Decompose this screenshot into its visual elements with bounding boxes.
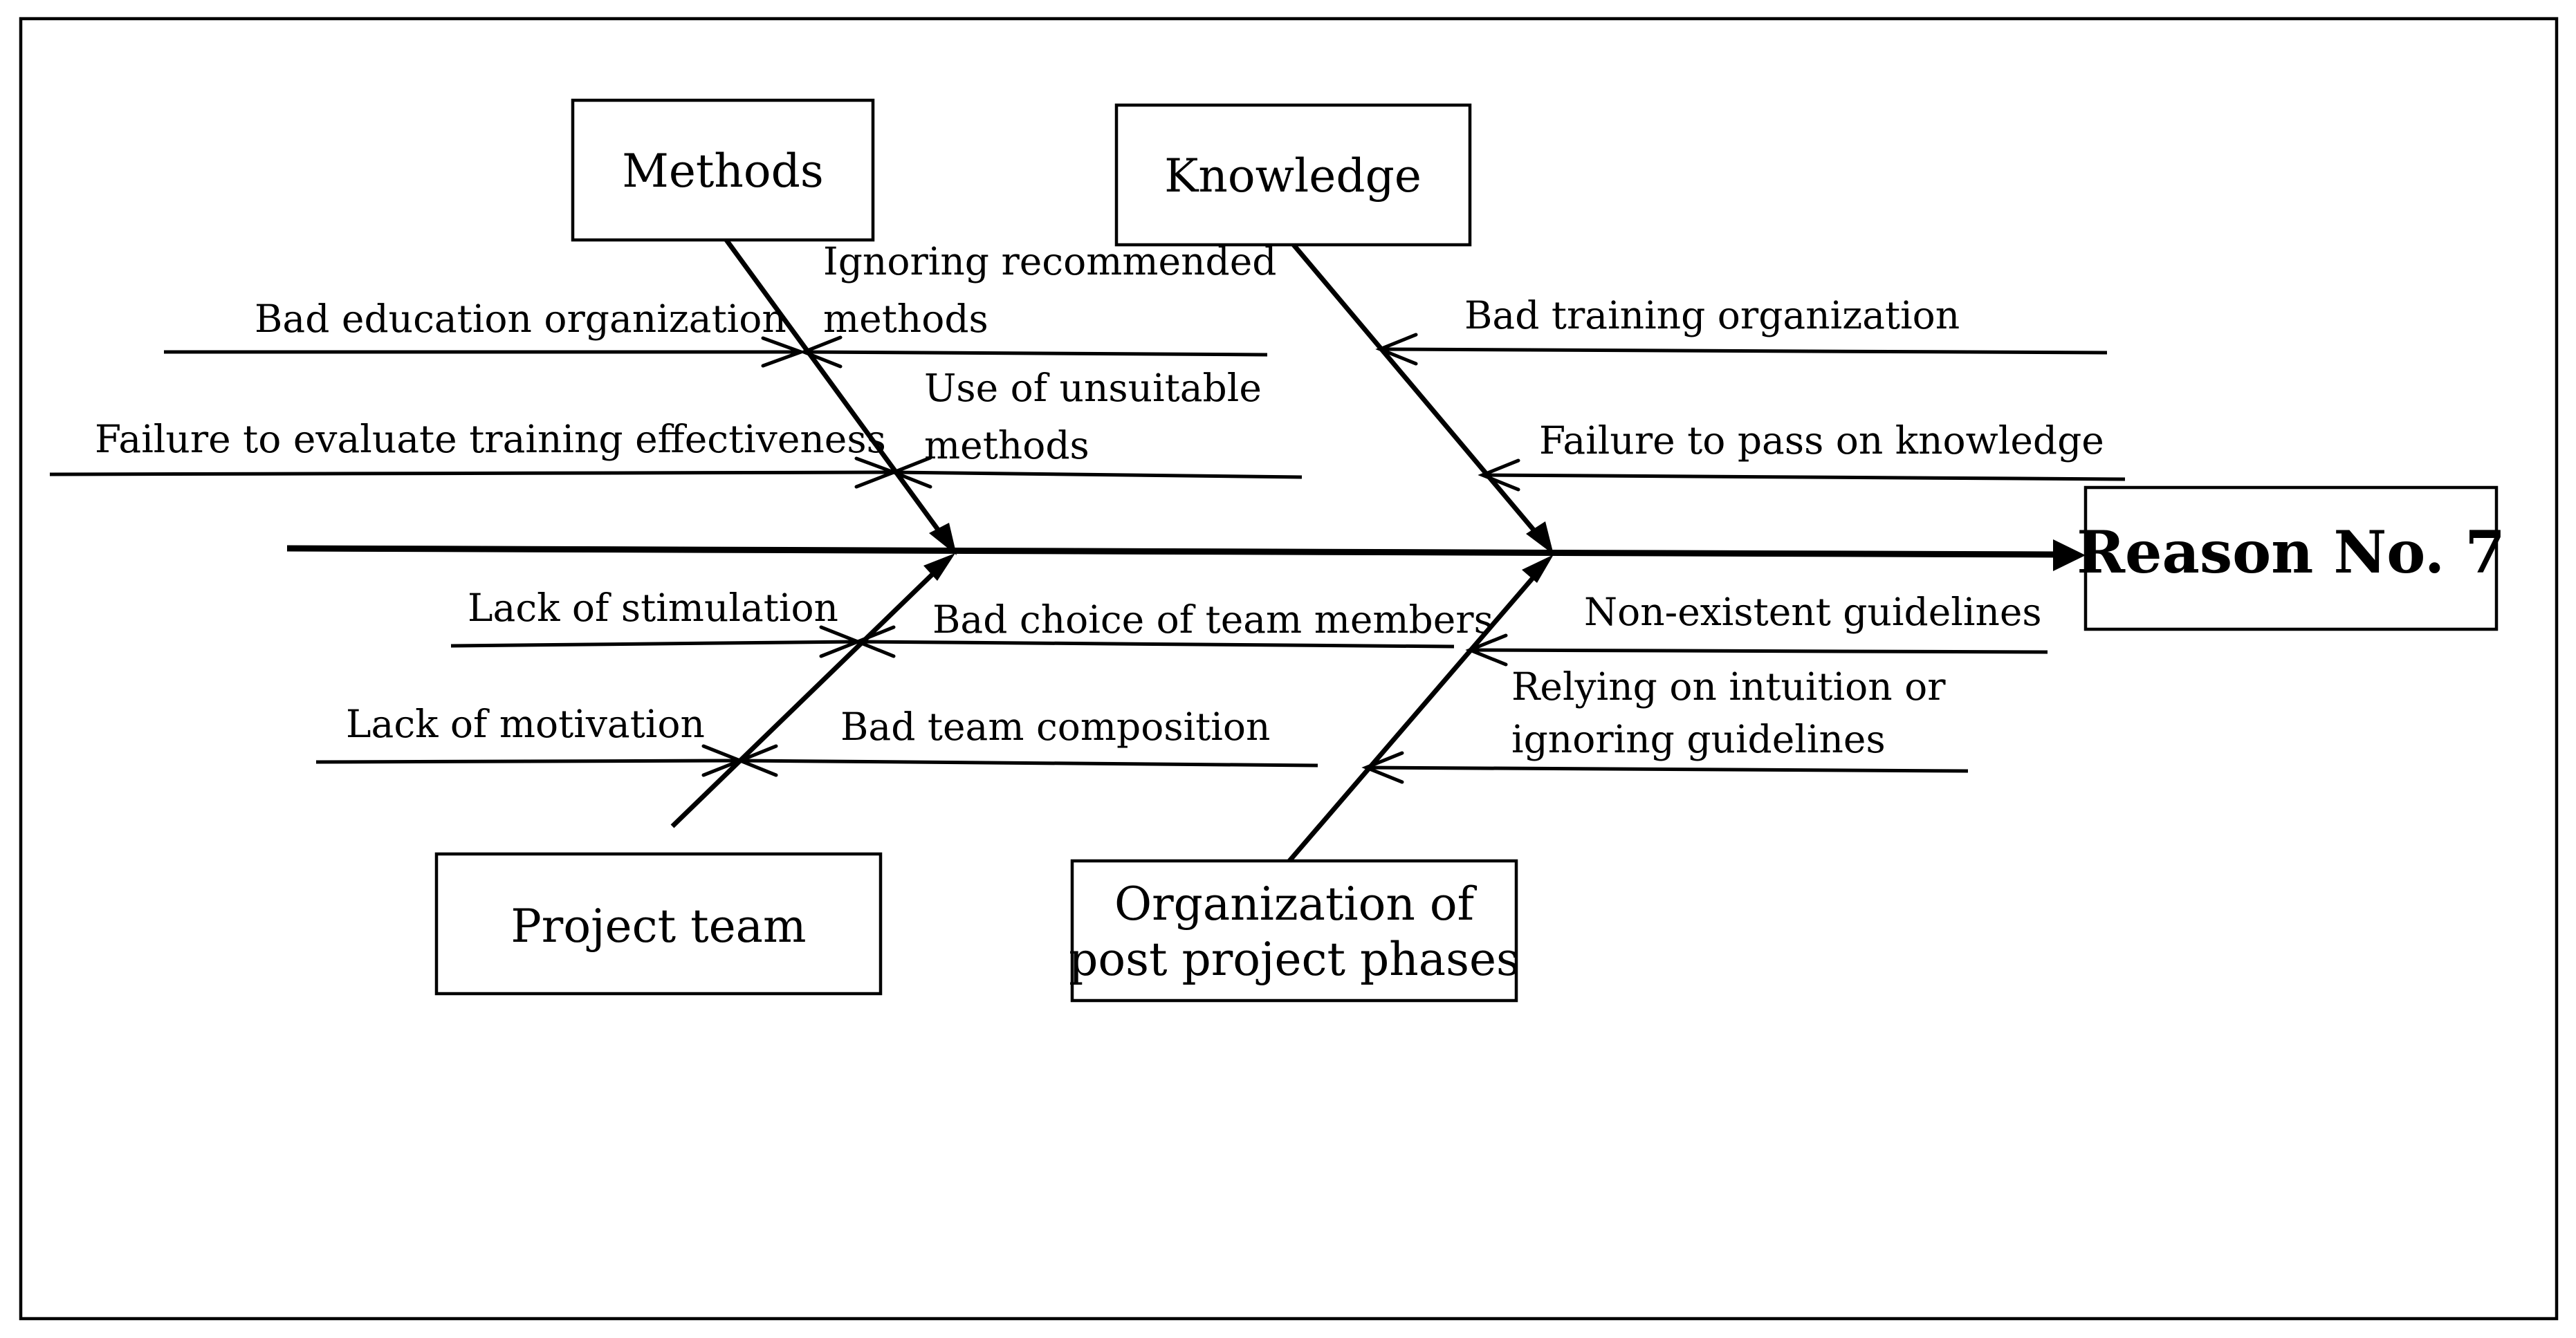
category-box-methods: [571, 98, 875, 242]
category-label-organization-line1: Organization of: [1114, 877, 1478, 931]
cause-use-of-unsuitable-methods-line2: methods: [924, 423, 1089, 467]
arrowhead-bad-training-organization: [1375, 333, 1418, 366]
cause-ignoring-recommended-methods-line1: Ignoring recommended: [823, 239, 1276, 284]
arrowhead-failure-to-pass-on-knowledge: [1478, 458, 1520, 492]
arrowhead-non-existent-guidelines: [1465, 633, 1508, 667]
cause-line-lack-of-motivation: [315, 759, 741, 764]
bone-organization: [1287, 562, 1547, 863]
cause-line-bad-training-organization: [1379, 347, 2108, 355]
bone-project-team: [670, 561, 946, 828]
cause-bad-team-composition: Bad team composition: [840, 705, 1270, 749]
bone-methods: [724, 238, 953, 550]
bone-knowledge: [1291, 243, 1549, 548]
spine-arrowhead: [2053, 539, 2086, 571]
cause-ignoring-recommended-methods-line2: methods: [823, 297, 988, 341]
cause-line-use-of-unsuitable-methods: [893, 470, 1303, 479]
cause-use-of-unsuitable-methods-line1: Use of unsuitable: [924, 366, 1262, 410]
cause-line-non-existent-guidelines: [1469, 648, 2048, 654]
arrowhead-use-of-unsuitable-methods: [889, 456, 932, 489]
cause-line-bad-choice-of-team-members: [857, 640, 1455, 649]
cause-line-failure-to-evaluate-training: [49, 470, 894, 476]
cause-bad-training-organization: Bad training organization: [1464, 293, 1960, 337]
diagram-frame: [19, 17, 2559, 1321]
cause-lack-of-motivation: Lack of motivation: [346, 702, 705, 746]
arrowhead-project-team: [923, 553, 955, 581]
cause-failure-to-evaluate-training-effectiveness: Failure to evaluate training effectivene…: [95, 417, 886, 461]
effect-label: Reason No. 7: [2077, 518, 2505, 586]
arrowhead-ignoring-recommended-methods: [799, 335, 843, 369]
cause-line-failure-to-pass-on-knowledge: [1482, 473, 2126, 481]
cause-line-ignoring-recommended-methods: [803, 350, 1268, 357]
cause-relying-on-intuition-line1: Relying on intuition or: [1511, 665, 1946, 709]
effect-box: [2083, 485, 2499, 631]
arrowhead-relying-on-intuition: [1361, 751, 1404, 784]
cause-relying-on-intuition-line2: ignoring guidelines: [1511, 717, 1886, 761]
category-box-knowledge: [1114, 103, 1472, 247]
arrowhead-methods: [929, 523, 957, 555]
cause-line-bad-team-composition: [739, 759, 1318, 768]
arrowhead-organization: [1522, 555, 1554, 583]
cause-bad-choice-of-team-members: Bad choice of team members: [932, 597, 1493, 642]
cause-non-existent-guidelines: Non-existent guidelines: [1584, 590, 2042, 634]
arrowhead-bad-team-composition: [735, 744, 778, 777]
category-box-organization: [1070, 859, 1518, 1003]
category-box-project-team: [434, 852, 883, 996]
arrowhead-bad-choice-of-team-members: [853, 625, 896, 658]
cause-line-relying-on-intuition: [1365, 765, 1969, 773]
arrowhead-knowledge: [1526, 521, 1554, 555]
main-spine: [286, 545, 2062, 558]
cause-bad-education-organization: Bad education organization: [255, 297, 786, 341]
category-label-knowledge: Knowledge: [1164, 149, 1422, 203]
category-label-organization-line2: post project phases: [1069, 933, 1520, 986]
category-label-project-team: Project team: [510, 900, 806, 953]
cause-lack-of-stimulation: Lack of stimulation: [468, 586, 838, 630]
cause-failure-to-pass-on-knowledge: Failure to pass on knowledge: [1539, 418, 2104, 463]
category-label-methods: Methods: [622, 145, 824, 198]
cause-line-lack-of-stimulation: [450, 640, 858, 648]
